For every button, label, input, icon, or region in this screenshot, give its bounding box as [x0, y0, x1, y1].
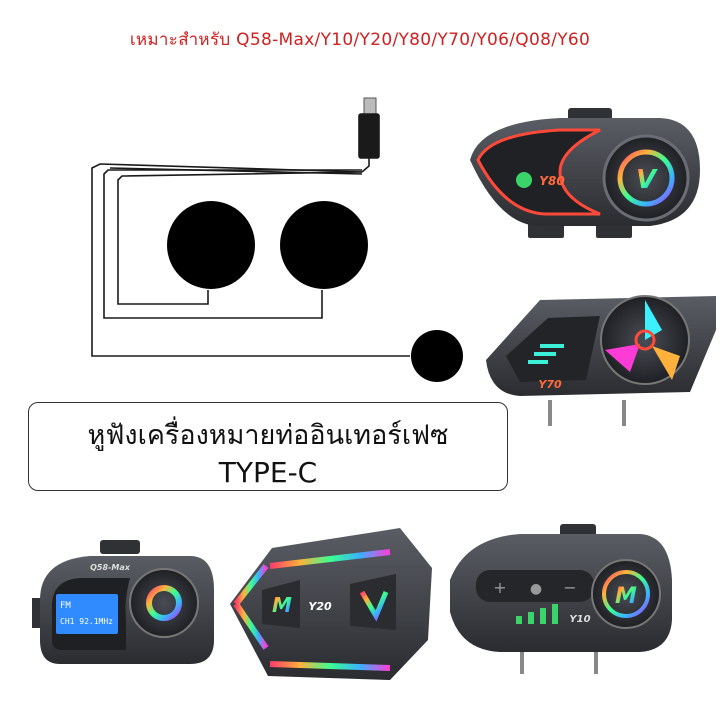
type-c-plug-icon [363, 97, 377, 115]
q58-lcd-screen [56, 594, 118, 634]
svg-text:Q58-Max: Q58-Max [90, 563, 131, 572]
speaker-pad-icon [167, 201, 255, 289]
svg-text:V: V [636, 165, 658, 195]
svg-text:M: M [272, 593, 292, 617]
svg-text:Y70: Y70 [538, 378, 562, 391]
svg-text:CH1 92.1MHz: CH1 92.1MHz [60, 617, 113, 626]
product-label-line2: TYPE-C [218, 456, 318, 489]
device-y80: V Y80 [470, 108, 700, 238]
svg-text:−: − [563, 578, 576, 597]
speaker-pad-icon [280, 201, 368, 289]
microphone-pad-icon [411, 330, 463, 382]
svg-text:+: + [493, 578, 506, 597]
device-q58-max: FM CH1 92.1MHz Q58-Max [32, 540, 214, 664]
device-y20: M Y20 [230, 528, 432, 680]
device-y70: Y70 [486, 295, 716, 426]
compatible-models-caption: เหมาะสำหรับ Q58-Max/Y10/Y20/Y80/Y70/Y06/… [129, 30, 591, 50]
device-y10: + ● − Y10 M [450, 524, 672, 674]
product-label-box: หูฟังเครื่องหมายท่ออินเทอร์เฟซ TYPE-C [28, 402, 508, 491]
svg-text:Y80: Y80 [539, 174, 564, 188]
svg-text:M: M [615, 584, 637, 609]
svg-text:Y20: Y20 [308, 600, 332, 613]
product-label-line1: หูฟังเครื่องหมายท่ออินเทอร์เฟซ [87, 420, 449, 451]
headset-cable [91, 97, 410, 357]
svg-text:●: ● [530, 581, 542, 597]
svg-text:FM: FM [60, 601, 71, 611]
svg-text:Y10: Y10 [569, 614, 590, 625]
